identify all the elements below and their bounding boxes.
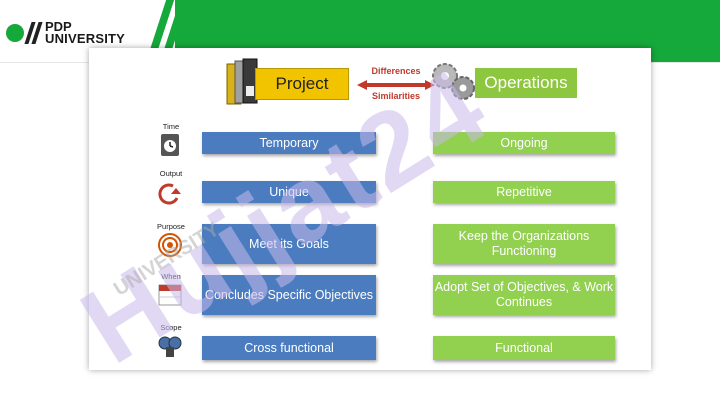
logo-line2: UNIVERSITY	[45, 31, 126, 46]
brand-logo[interactable]: PDP UNIVERSITY	[6, 20, 125, 46]
binoculars-icon	[158, 336, 182, 357]
operations-header: Operations	[475, 68, 577, 98]
folder-binder-icon	[226, 58, 258, 105]
row-label-scope: Scope	[160, 323, 182, 332]
row-label-time: Time	[162, 122, 180, 131]
project-cell-time: Temporary	[202, 132, 376, 154]
row-label-when: When	[161, 272, 181, 281]
logo-line1: PDP	[45, 19, 72, 34]
logo-text: PDP UNIVERSITY	[45, 19, 126, 46]
row-label-purpose: Purpose	[157, 222, 185, 231]
operations-cell-when: Adopt Set of Objectives, & Work Continue…	[433, 275, 615, 315]
differences-label: Differences	[371, 66, 421, 76]
row-label-output: Output	[159, 169, 183, 178]
logo-bars-icon	[24, 22, 43, 44]
slide: Project Differences Similarities Operati…	[89, 48, 651, 370]
project-cell-output: Unique	[202, 181, 376, 203]
clock-icon	[161, 134, 179, 156]
double-arrow-icon	[357, 80, 435, 90]
target-icon	[158, 233, 182, 257]
power-arrow-icon	[158, 183, 181, 205]
calendar-icon	[158, 284, 182, 306]
project-cell-scope: Cross functional	[202, 336, 376, 360]
operations-cell-time: Ongoing	[433, 132, 615, 154]
operations-cell-scope: Functional	[433, 336, 615, 360]
similarities-label: Similarities	[371, 91, 421, 101]
project-cell-purpose: Meet its Goals	[202, 224, 376, 264]
operations-cell-purpose: Keep the Organizations Functioning	[433, 224, 615, 264]
logo-dot-icon	[6, 24, 24, 42]
gears-icon	[432, 63, 475, 100]
project-header: Project	[255, 68, 349, 100]
project-cell-when: Concludes Specific Objectives	[202, 275, 376, 315]
operations-cell-output: Repetitive	[433, 181, 615, 203]
